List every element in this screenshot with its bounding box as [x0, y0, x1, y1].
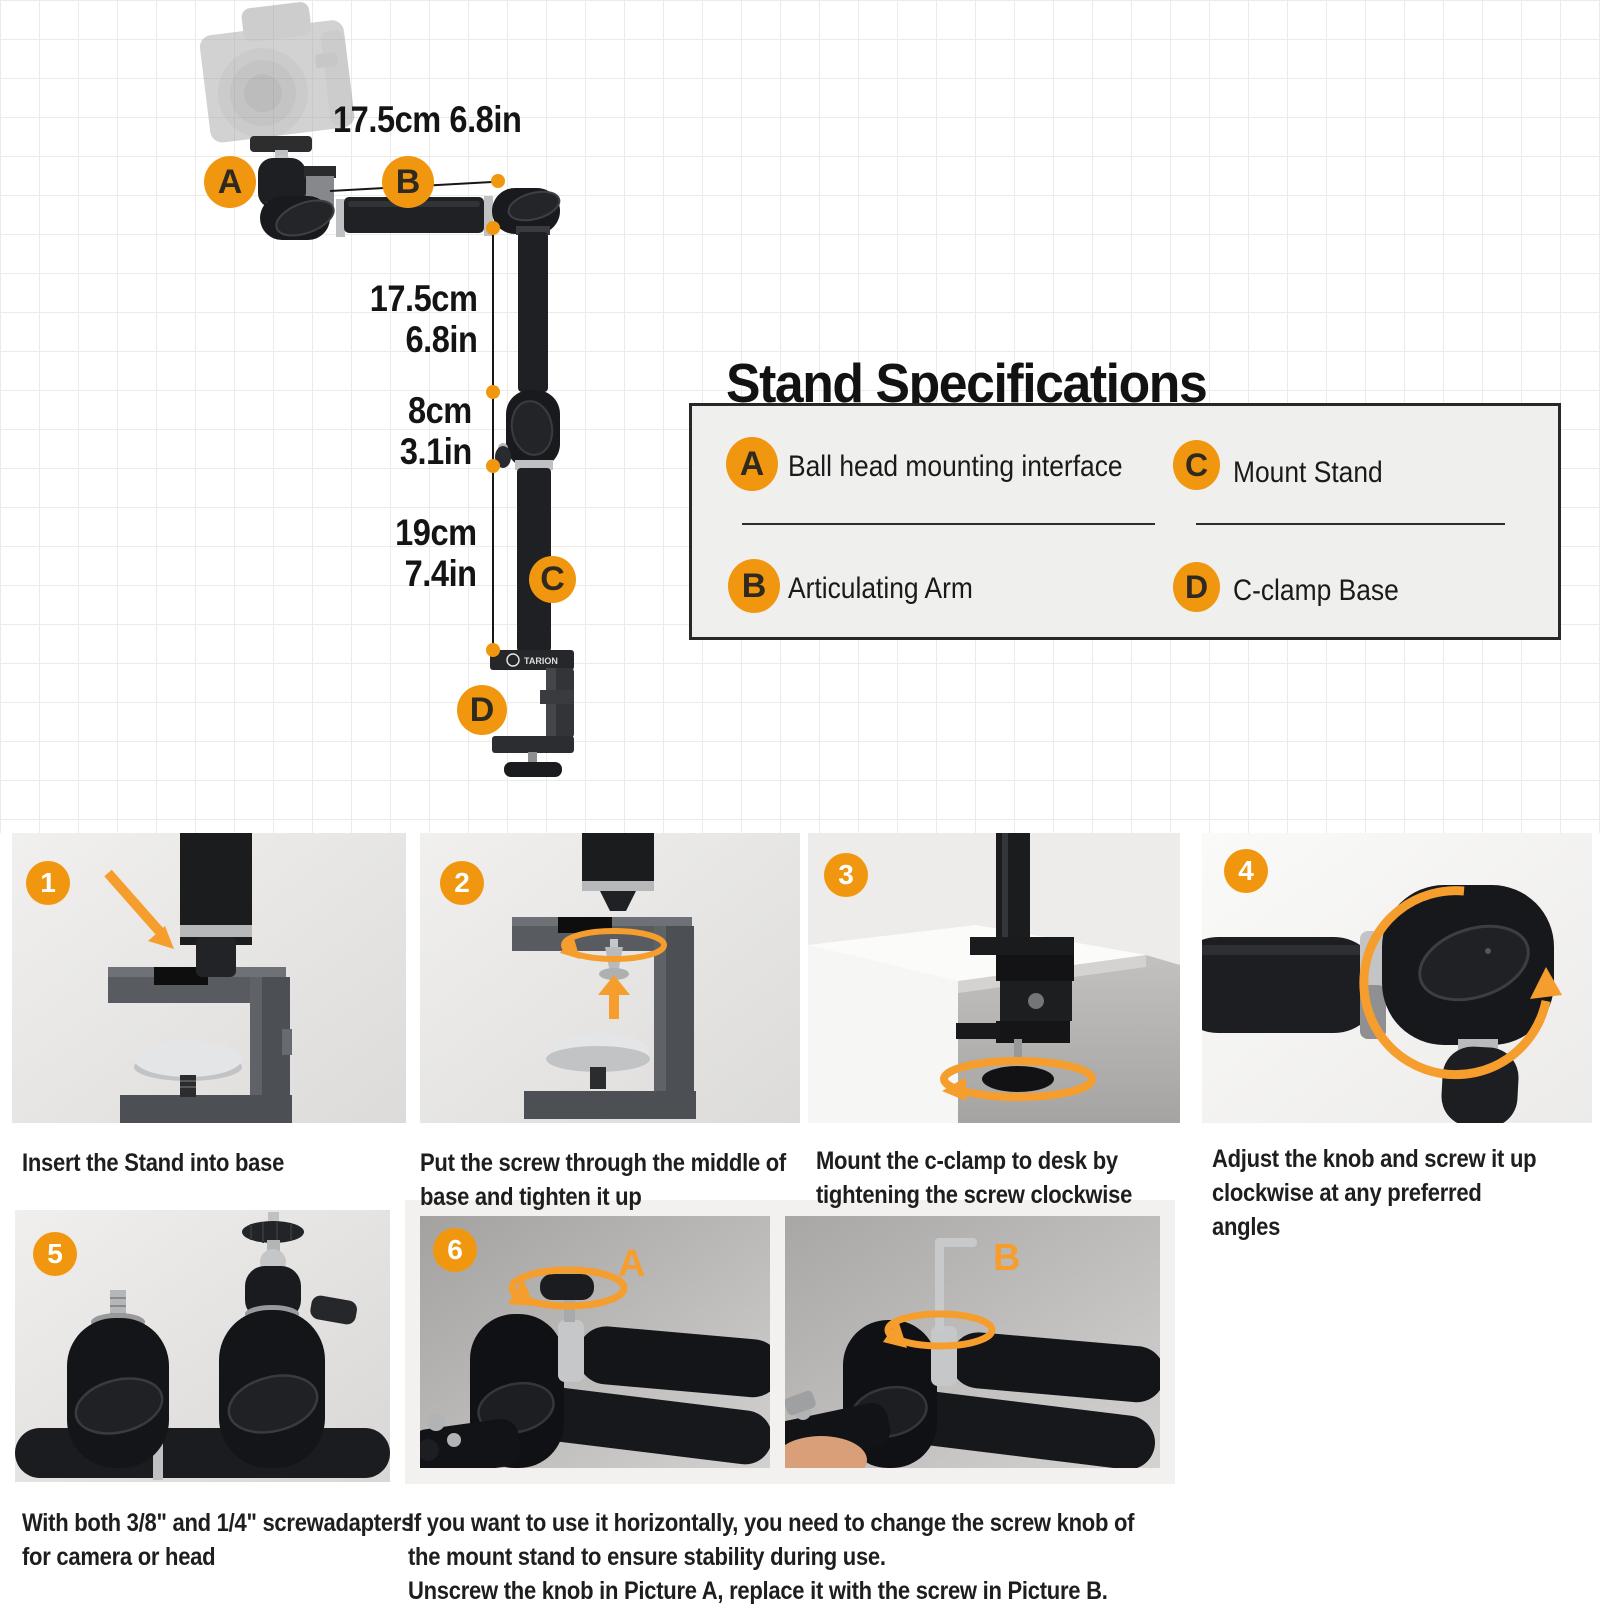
screw-adapter-icon: [67, 1290, 169, 1468]
step-6-number: 6: [433, 1228, 477, 1272]
lower-pole-in: 7.4in: [404, 553, 477, 594]
upper-pole-cm: 17.5cm: [369, 278, 477, 319]
step-3-caption: Mount the c-clamp to desk by tightening …: [816, 1147, 1133, 1209]
rotate-arrow-icon: [560, 928, 667, 962]
step-3-art: [808, 833, 1180, 1123]
picture-a-label: A: [618, 1243, 645, 1285]
step-1-photo: 1: [12, 833, 406, 1123]
knuckle-in: 3.1in: [399, 431, 472, 472]
divider: [742, 523, 1155, 525]
marker-d: D: [457, 685, 507, 735]
marker-a: A: [204, 156, 256, 208]
step-2-caption: Put the screw through the middle of base…: [420, 1149, 786, 1211]
step-3-number: 3: [824, 853, 868, 897]
step-1-caption: Insert the Stand into base: [22, 1149, 285, 1177]
step-6-caption: If you want to use it horizontally, you …: [408, 1509, 1135, 1605]
step-6a-art: A: [420, 1216, 770, 1468]
step-5-number: 5: [33, 1232, 77, 1276]
step-6-photo-b: B: [785, 1216, 1160, 1468]
step-6b-art: B: [785, 1216, 1160, 1468]
ball-head-adapter-icon: [219, 1212, 357, 1468]
step-4-art: [1202, 833, 1592, 1123]
lower-pole-length-label: 19cm 7.4in: [395, 512, 477, 594]
step-1-art: [12, 833, 406, 1123]
step-5-art: [15, 1210, 390, 1482]
step-5-photo: 5: [15, 1210, 390, 1482]
hex-key-icon: [935, 1238, 977, 1334]
step-2-number: 2: [440, 861, 484, 905]
rotate-arrow-icon: [1359, 886, 1562, 1080]
spec-key-c: C: [1173, 440, 1220, 490]
picture-b-label: B: [993, 1237, 1020, 1279]
step-1-number: 1: [26, 861, 70, 905]
spec-key-b: B: [728, 559, 780, 613]
marker-b: B: [382, 156, 434, 208]
arm-illustration: [260, 188, 561, 240]
knuckle-cm: 8cm: [408, 390, 472, 431]
pole-illustration: [495, 226, 560, 652]
step-4-caption: Adjust the knob and screw it up clockwis…: [1212, 1145, 1537, 1241]
spec-label-a: Ball head mounting interface: [788, 450, 1123, 483]
step-4-photo: 4: [1202, 833, 1592, 1123]
spec-key-d: D: [1173, 562, 1220, 612]
spec-panel: A Ball head mounting interface C Mount S…: [689, 403, 1561, 640]
rotate-arrow-icon: [940, 1057, 1096, 1101]
step-6-photo-a: A: [420, 1216, 770, 1468]
spec-label-d: C-clamp Base: [1233, 574, 1399, 607]
diagram-section: TARION 17.5cm 6.8in 17.5cm 6.8in 8cm 3.1…: [0, 0, 1600, 833]
upper-pole-in: 6.8in: [404, 319, 477, 360]
insert-arrow-icon: [104, 869, 174, 949]
upper-pole-length-label: 17.5cm 6.8in: [369, 278, 477, 360]
camera-ghost-illustration: [199, 2, 355, 143]
rotate-arrow-icon: [883, 1310, 996, 1350]
rotate-arrow-icon: [508, 1266, 628, 1310]
step-4-number: 4: [1224, 849, 1268, 893]
arm-length-label: 17.5cm 6.8in: [333, 99, 522, 140]
divider: [1196, 523, 1505, 525]
step-3-photo: 3: [808, 833, 1180, 1123]
spec-key-a: A: [726, 437, 778, 491]
brand-logo-text: TARION: [524, 656, 558, 666]
step-2-photo: 2: [420, 833, 800, 1123]
knuckle-length-label: 8cm 3.1in: [400, 390, 472, 472]
step-5-caption: With both 3/8" and 1/4" screwadapters fo…: [22, 1509, 414, 1571]
step-6-photo-group: 6 A: [405, 1200, 1175, 1484]
ball-head-illustration: [250, 136, 336, 211]
up-arrow-icon: [598, 975, 630, 1019]
spec-label-c: Mount Stand: [1233, 456, 1383, 489]
marker-c: C: [529, 556, 576, 603]
clamp-illustration: TARION: [490, 650, 574, 777]
spec-label-b: Articulating Arm: [788, 572, 973, 605]
lower-pole-cm: 19cm: [395, 512, 477, 553]
clamp-on-desk-icon: [956, 937, 1074, 1092]
stand-diagram-art: TARION: [199, 2, 574, 777]
